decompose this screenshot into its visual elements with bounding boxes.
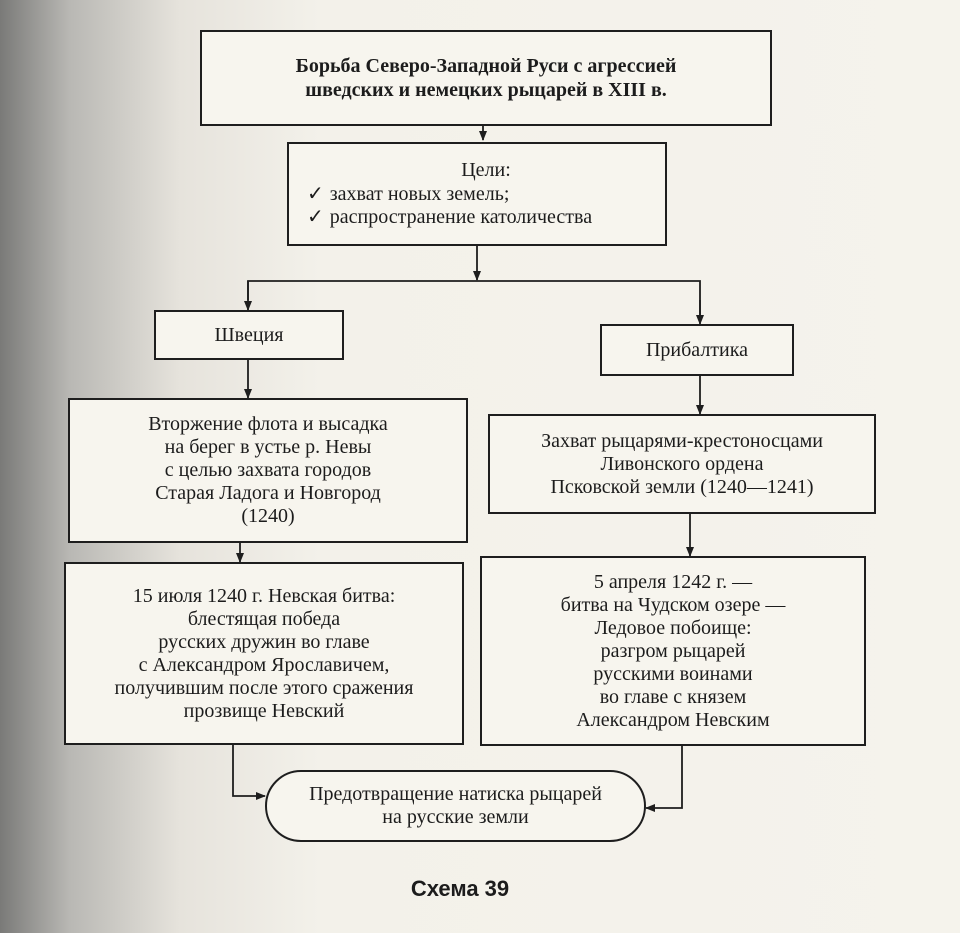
neva-battle-line-1: 15 июля 1240 г. Невская битва:	[132, 584, 396, 607]
goals-box: Цели: ✓ захват новых земель; ✓ распростр…	[287, 142, 667, 246]
title-box: Борьба Северо-Западной Руси с агрессией …	[200, 30, 772, 126]
arrow-right-result	[645, 745, 683, 812]
sweden-event-line-3: с целью захвата городов	[164, 459, 372, 481]
sweden-event-line-2: на берег в устье р. Невы	[164, 436, 372, 458]
sweden-event-line-5: (1240)	[241, 505, 295, 527]
check-icon: ✓	[307, 183, 324, 205]
ice-battle-box: 5 апреля 1242 г. — битва на Чудском озер…	[480, 556, 866, 746]
sweden-event-line-1: Вторжение флота и высадка	[148, 413, 388, 435]
baltic-event-box: Захват рыцарями-крестоносцами Ливонского…	[488, 414, 876, 514]
goals-heading: Цели:	[461, 159, 511, 181]
sweden-box: Швеция	[154, 310, 344, 360]
ice-battle-line-3: Ледовое побоище:	[594, 616, 752, 639]
neva-battle-box: 15 июля 1240 г. Невская битва: блестящая…	[64, 562, 464, 745]
arrow-left-result	[232, 745, 266, 800]
title-line-1: Борьба Северо-Западной Руси с агрессией	[295, 55, 677, 77]
neva-battle-line-6: прозвище Невский	[183, 699, 345, 722]
ice-battle-line-7: Александром Невским	[576, 708, 770, 731]
ice-battle-line-6: во главе с князем	[599, 685, 747, 708]
goal-item-2: ✓ распространение католичества	[307, 206, 592, 229]
ice-battle-line-4: разгром рыцарей	[600, 639, 746, 662]
goal-item-2-text: распространение католичества	[329, 206, 593, 228]
neva-battle-line-5: получившим после этого сражения	[114, 676, 414, 699]
baltic-event-line-2: Ливонского ордена	[600, 452, 764, 475]
neva-battle-line-3: русских дружин во главе	[158, 630, 370, 653]
sweden-event-box: Вторжение флота и высадка на берег в уст…	[68, 398, 468, 543]
result-line-2: на русские земли	[382, 806, 529, 828]
ice-battle-line-1: 5 апреля 1242 г. —	[593, 570, 753, 593]
check-icon: ✓	[307, 206, 324, 228]
goal-item-1-text: захват новых земель;	[329, 183, 510, 205]
baltic-box: Прибалтика	[600, 324, 794, 376]
neva-battle-line-4: с Александром Ярославичем,	[138, 653, 390, 676]
neva-battle-line-2: блестящая победа	[187, 607, 341, 630]
baltic-label: Прибалтика	[645, 338, 749, 361]
ice-battle-line-2: битва на Чудском озере —	[560, 593, 786, 616]
sweden-event-line-4: Старая Ладога и Новгород	[155, 482, 381, 504]
goal-item-1: ✓ захват новых земель;	[307, 183, 509, 206]
result-line-1: Предотвращение натиска рыцарей	[309, 783, 602, 805]
result-box: Предотвращение натиска рыцарей на русски…	[265, 770, 646, 842]
title-line-2: шведских и немецких рыцарей в XIII в.	[305, 79, 667, 101]
ice-battle-line-5: русскими воинами	[593, 662, 753, 685]
baltic-event-line-3: Псковской земли (1240—1241)	[550, 475, 814, 498]
baltic-event-line-1: Захват рыцарями-крестоносцами	[541, 429, 823, 452]
sweden-label: Швеция	[214, 323, 284, 346]
figure-caption: Схема 39	[410, 876, 510, 901]
